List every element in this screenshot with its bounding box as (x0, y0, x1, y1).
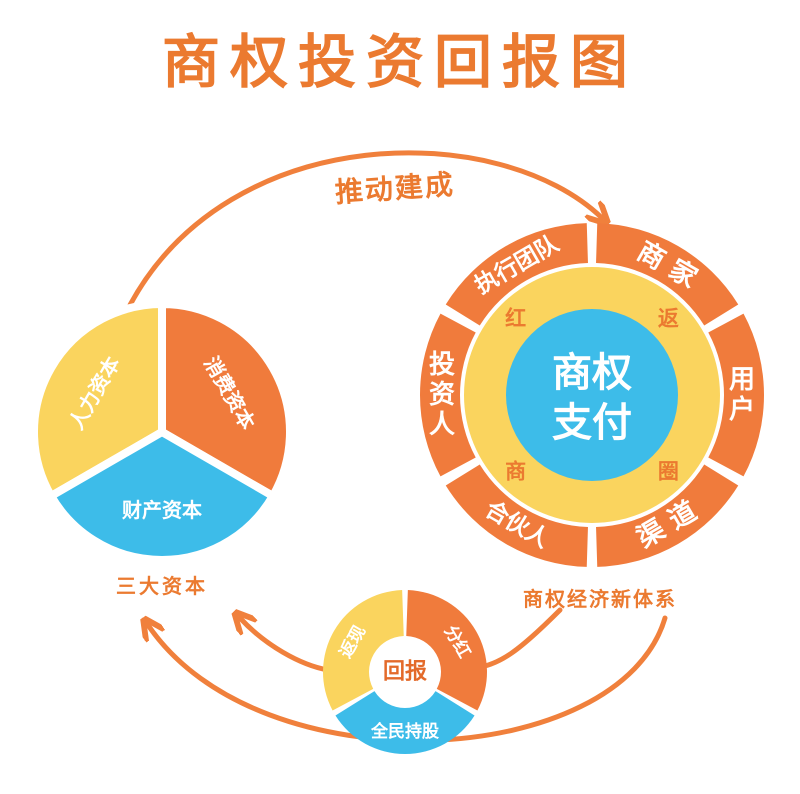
return-center-label: 回报 (383, 660, 427, 685)
center-circle (506, 309, 678, 481)
return-segment (406, 590, 487, 711)
ecosystem-segment (420, 313, 476, 477)
left-caption: 三大资本 (116, 574, 208, 598)
inner-return-arrow (240, 618, 331, 673)
return-segment (323, 590, 404, 711)
ecosystem-segment (708, 313, 764, 477)
center-label-line1: 商权 (552, 350, 632, 396)
ecosystem-segment (596, 223, 739, 326)
ecosystem-wheel: 执行团队商 家用户渠 道合伙人投资人红返商圈商权支付 (420, 223, 764, 567)
return-label: 全民持股 (370, 721, 439, 742)
capital-segment (47, 428, 277, 564)
top-arrow (127, 150, 602, 308)
page-title: 商权投资回报图 (162, 28, 638, 96)
center-label-line2: 支付 (552, 400, 632, 446)
return-segment (335, 691, 475, 754)
inner-ring-label: 商 (505, 459, 526, 483)
ecosystem-label: 用户 (729, 365, 755, 425)
inner-ring-label: 圈 (658, 459, 679, 483)
ecosystem-segment (445, 464, 588, 567)
ecosystem-label: 投资人 (429, 350, 455, 440)
right-caption: 商权经济新体系 (523, 587, 677, 611)
mid-bottom-arrow (472, 607, 563, 671)
return-center (371, 638, 439, 706)
three-capitals-pie: 人力资本消费资本财产资本 (30, 300, 294, 564)
ecosystem-segment (596, 464, 739, 567)
inner-ring-label: 返 (658, 307, 679, 331)
ecosystem-segment (445, 223, 588, 326)
flow-label: 推动建成 (334, 168, 456, 209)
capital-label: 财产资本 (122, 498, 202, 522)
return-wheel: 返现分红全民持股回报 (323, 590, 487, 754)
inner-ring-label: 红 (505, 307, 526, 331)
